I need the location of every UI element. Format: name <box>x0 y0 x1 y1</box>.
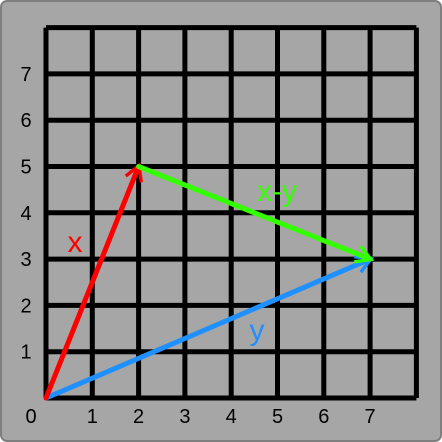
vector-label-x: x <box>68 226 83 259</box>
vector-labels: x y x-y <box>68 175 298 347</box>
y-tick-label: 6 <box>20 110 31 132</box>
axis-tick-labels: 0 1 2 3 4 5 6 7 1 2 3 4 5 6 7 <box>20 64 375 428</box>
vector-x-arrow <box>43 162 143 401</box>
y-tick-label: 3 <box>20 249 31 271</box>
x-tick-label: 1 <box>87 406 98 428</box>
x-tick-label: 5 <box>272 406 283 428</box>
y-tick-label: 2 <box>20 295 31 317</box>
vector-label-x-y: x-y <box>257 175 297 208</box>
y-tick-label: 1 <box>20 342 31 364</box>
vector-x-y-arrow <box>136 164 375 264</box>
y-tick-label: 7 <box>20 64 31 86</box>
x-tick-label: 2 <box>133 406 144 428</box>
x-tick-label: 7 <box>365 406 376 428</box>
x-tick-label: 4 <box>226 406 237 428</box>
vector-y-arrow <box>43 255 375 401</box>
vectors <box>43 162 375 401</box>
x-tick-label: 3 <box>179 406 190 428</box>
y-tick-label: 4 <box>20 203 31 225</box>
y-tick-label: 5 <box>20 157 31 179</box>
origin-label: 0 <box>25 406 36 428</box>
vector-label-y: y <box>250 314 265 347</box>
x-tick-label: 6 <box>318 406 329 428</box>
